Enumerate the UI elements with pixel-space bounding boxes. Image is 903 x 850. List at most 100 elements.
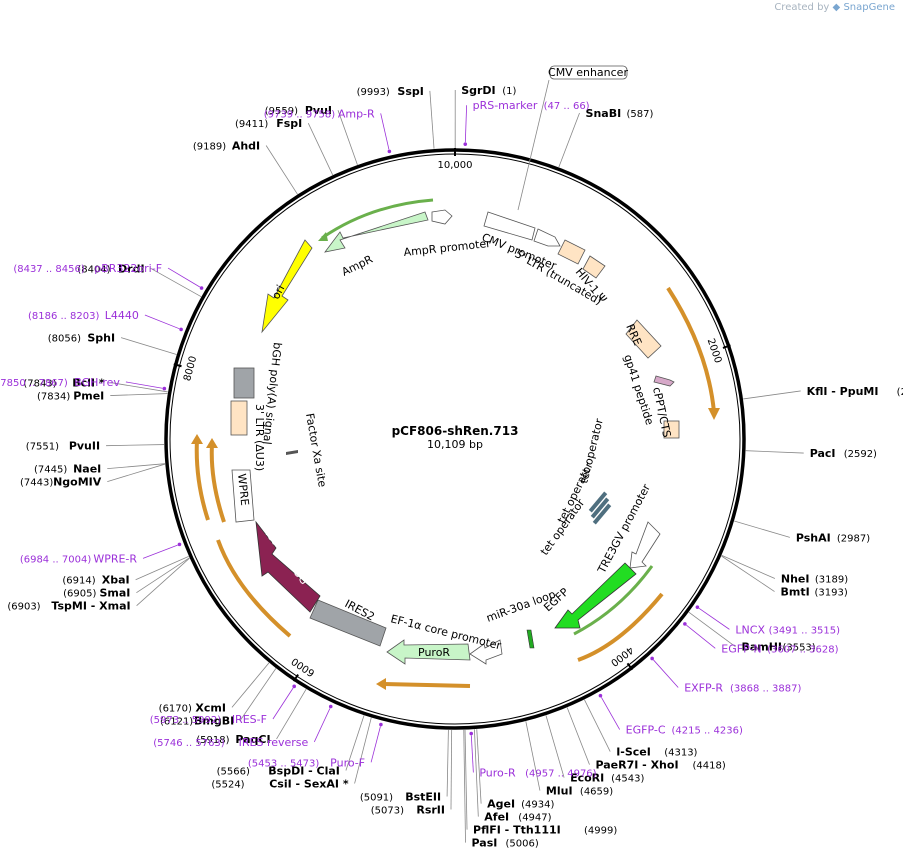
orf-egfp xyxy=(573,565,654,636)
feature-5-ltr[interactable] xyxy=(557,239,586,265)
feature-cmv-promoter[interactable] xyxy=(533,228,561,247)
feature-factor-xa[interactable] xyxy=(286,450,298,455)
restriction-site[interactable]: MluI(4659) xyxy=(525,721,613,798)
snapgene-credit[interactable]: Created by ◆ SnapGene xyxy=(774,2,895,13)
feature-ef1a-promoter[interactable] xyxy=(469,639,503,665)
restriction-site[interactable]: SmaI(6905) xyxy=(63,557,190,600)
feature-gp41[interactable] xyxy=(653,375,675,387)
feature-egfp[interactable] xyxy=(554,562,637,629)
feature-label-wpre[interactable]: WPRE xyxy=(235,473,251,506)
feature-mir30a-loop[interactable] xyxy=(526,629,535,649)
feature-rre[interactable] xyxy=(625,319,662,359)
restriction-site[interactable]: PaqCI(5918) xyxy=(196,688,307,746)
feature-tet-operators[interactable] xyxy=(588,491,612,525)
restriction-site[interactable]: FspI (9411) xyxy=(235,117,334,176)
restriction-site[interactable]: BmtI(3193) xyxy=(721,555,848,599)
restriction-site[interactable]: PmeI(7834) xyxy=(37,390,168,403)
primer[interactable]: EXFP-R(3868 .. 3887) xyxy=(650,656,802,695)
feature-label-ori[interactable]: ori xyxy=(269,283,287,302)
primer[interactable]: Puro-F(5453 .. 5473) xyxy=(248,722,383,770)
primer[interactable]: Puro-R(4957 .. 4976) xyxy=(469,731,597,780)
restriction-site[interactable]: XcmI(6170) xyxy=(159,662,270,715)
restriction-site[interactable]: BamHI(3553) xyxy=(688,611,816,654)
feature-ampr-promoter[interactable] xyxy=(431,209,453,225)
feature-cmv-enhancer[interactable] xyxy=(483,211,536,241)
feature-ori[interactable] xyxy=(261,239,313,334)
restriction-site[interactable]: AfeI(4947) xyxy=(474,729,552,824)
feature-label-3-ltr[interactable]: 3' LTR (ΔU3) xyxy=(253,404,266,471)
primer[interactable]: L4440(8186 .. 8203) xyxy=(28,309,183,332)
site-leader-line xyxy=(107,463,166,470)
restriction-site[interactable]: BclI *(7843) xyxy=(23,377,168,393)
primer[interactable]: IRES-F(5973 .. 5992) xyxy=(150,684,297,726)
feature-wpre[interactable] xyxy=(231,469,255,523)
restriction-site[interactable]: CsiI - SexAI *(5524) xyxy=(211,717,372,791)
feature-label-bgh[interactable]: bGH poly(A) signal xyxy=(260,342,284,445)
primer[interactable]: EGFP-N(3607 .. 3628) xyxy=(683,622,839,655)
primer-leader-line xyxy=(698,607,730,630)
restriction-site[interactable]: TspMI - XmaI(6903) xyxy=(7,557,190,613)
restriction-site[interactable]: RsrII(5073) xyxy=(371,729,453,817)
primer-position: (3607 .. 3628) xyxy=(767,644,839,655)
restriction-site[interactable]: I-SceI(4313) xyxy=(584,699,698,759)
restriction-site[interactable]: BmgBI(6121) xyxy=(160,668,277,727)
restriction-site[interactable]: EcoRI(4543) xyxy=(545,715,644,785)
feature-puror[interactable] xyxy=(386,639,471,665)
site-position: (5566) xyxy=(217,767,250,778)
restriction-site[interactable]: PaeR7I - XhoI(4418) xyxy=(566,707,726,772)
primer-name: pRS-marker xyxy=(473,99,538,112)
feature-bgh-polya[interactable] xyxy=(233,367,255,399)
feature-label-ampr-promoter[interactable]: AmpR promoter xyxy=(403,237,492,259)
primer[interactable]: LNCX(3491 .. 3515) xyxy=(695,605,841,636)
restriction-site[interactable]: PvuI(9559) xyxy=(265,104,358,165)
restriction-site[interactable]: PacI(2592) xyxy=(745,447,877,460)
restriction-site[interactable]: PvuII(7551) xyxy=(26,440,165,453)
primer[interactable]: EGFP-C(4215 .. 4236) xyxy=(598,693,743,737)
primer[interactable]: IRES reverse(5746 .. 5763) xyxy=(153,704,333,749)
site-name: FspI xyxy=(276,117,302,130)
restriction-site[interactable]: NaeI(7445) xyxy=(34,463,166,476)
feature-tre3gv-promoter[interactable] xyxy=(629,521,661,569)
restriction-site[interactable]: PshAI(2987) xyxy=(734,520,870,544)
restriction-site[interactable]: XbaI(6914) xyxy=(62,555,189,587)
feature-3-ltr[interactable] xyxy=(230,400,248,436)
restriction-site[interactable]: BstEII(5091) xyxy=(360,729,449,804)
orf-arc-5-head xyxy=(191,434,203,444)
restriction-site[interactable]: DrdI(8404) xyxy=(77,262,202,298)
restriction-site[interactable]: SnaBI(587) xyxy=(558,107,654,168)
primer[interactable]: pRS-marker(47 .. 66) xyxy=(463,99,590,146)
feature-ires2[interactable] xyxy=(309,599,387,647)
site-leader-line xyxy=(110,393,168,396)
restriction-site[interactable]: SphI(8056) xyxy=(48,332,177,355)
feature-hiv1-psi[interactable] xyxy=(582,255,606,279)
restriction-site[interactable]: AgeI(4934) xyxy=(476,729,555,811)
restriction-site[interactable]: KflI - PpuMI(2305) xyxy=(743,385,903,400)
restriction-site[interactable]: BspDI - ClaI(5566) xyxy=(217,715,365,778)
site-name: BclI * xyxy=(72,377,105,390)
primer[interactable]: pBR322ori-F(8437 .. 8456) xyxy=(13,262,204,290)
feature-cppt-cts[interactable] xyxy=(663,420,680,439)
primer-position: (4957 .. 4976) xyxy=(525,768,597,779)
restriction-site[interactable]: PflFI - Tth111I(4999) xyxy=(464,729,617,837)
feature-label-ampr[interactable]: AmpR xyxy=(340,252,376,278)
primer[interactable]: BGH-rev(7850 .. 7867) xyxy=(0,376,167,391)
feature-tet-on-3g[interactable] xyxy=(255,520,321,613)
feature-label-cmv-enhancer[interactable]: CMV enhancer xyxy=(548,65,628,80)
primer[interactable]: WPRE-R(6984 .. 7004) xyxy=(20,542,182,566)
restriction-site[interactable]: SgrDI(1) xyxy=(454,84,516,149)
restriction-site[interactable]: SspI(9993) xyxy=(357,85,435,149)
feature-label-factor-xa[interactable]: Factor Xa site xyxy=(303,412,329,488)
feature-ampr[interactable] xyxy=(324,211,429,253)
orf-arc-6-head xyxy=(206,438,218,448)
restriction-site[interactable]: AhdI(9189) xyxy=(193,140,298,195)
site-position: (7551) xyxy=(26,442,59,453)
restriction-site[interactable]: NgoMIV(7443) xyxy=(20,463,166,489)
primer[interactable]: Amp-R(9739 .. 9758) xyxy=(264,107,392,154)
site-position: (9411) xyxy=(235,119,268,130)
restriction-site[interactable]: PasI(5006) xyxy=(463,729,539,850)
primer-mark xyxy=(199,286,204,290)
feature-label-puror-inside[interactable]: PuroR xyxy=(418,646,450,659)
restriction-site[interactable]: NheI(3189) xyxy=(721,554,849,586)
orf-arc-4 xyxy=(216,539,292,638)
